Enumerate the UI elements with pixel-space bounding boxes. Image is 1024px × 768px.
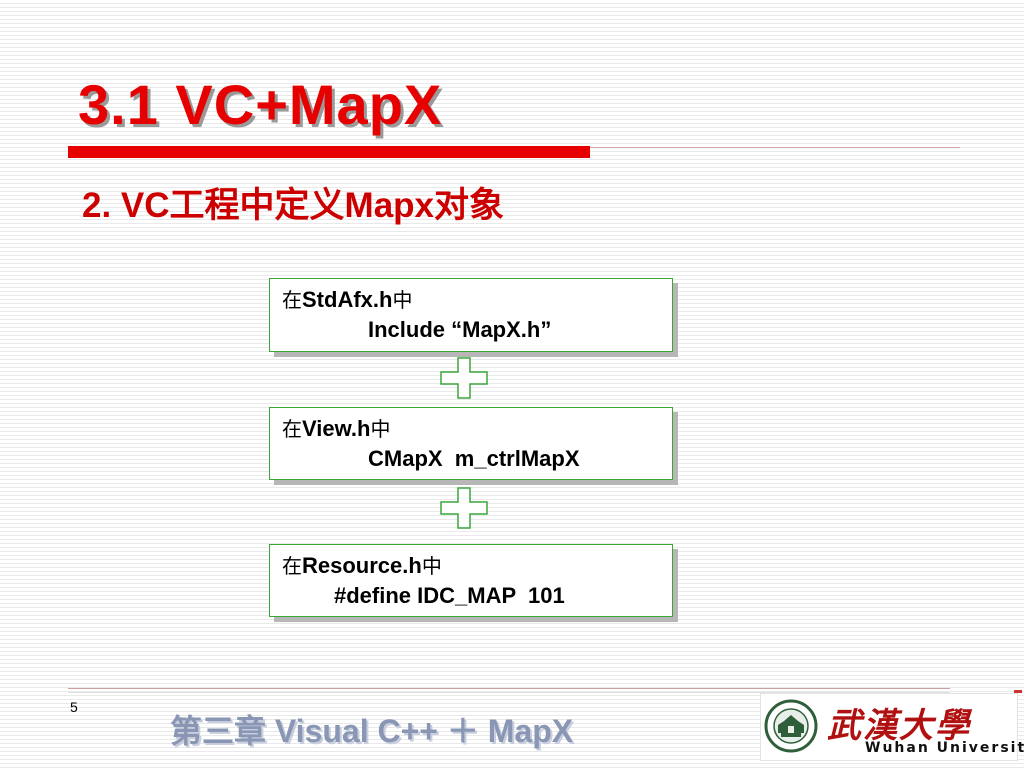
plus-icon xyxy=(440,357,488,399)
logo-name-en: Wuhan University xyxy=(865,740,1024,756)
footer-chapter-en: Visual C++ ＋ MapX xyxy=(274,713,574,749)
step-code: CMapX m_ctrlMapX xyxy=(368,446,580,471)
step-heading: 在Resource.h中 xyxy=(282,551,672,581)
university-seal-icon xyxy=(764,699,818,753)
title-underline-thin xyxy=(590,147,960,148)
slide-subtitle: 2. VC工程中定义Mapx对象 xyxy=(82,186,505,225)
step-code: Include “MapX.h” xyxy=(368,317,552,342)
step-box-stdafx: 在StdAfx.h中 Include “MapX.h” xyxy=(269,278,673,352)
step-file-name: StdAfx.h xyxy=(302,287,393,312)
title-underline-bar xyxy=(68,146,590,158)
step-heading: 在StdAfx.h中 xyxy=(282,285,672,315)
step-suffix: 中 xyxy=(392,288,413,312)
step-code: #define IDC_MAP 101 xyxy=(334,583,565,608)
logo-name-cn: 武漢大學 xyxy=(827,706,971,746)
step-box-view: 在View.h中 CMapX m_ctrlMapX xyxy=(269,407,673,480)
footer-chapter-cn: 第三章 xyxy=(170,712,267,750)
step-suffix: 中 xyxy=(421,554,442,578)
plus-icon xyxy=(440,487,488,529)
slide-title: 3.1 VC+MapX xyxy=(78,73,443,136)
step-file-name: View.h xyxy=(302,416,371,441)
step-suffix: 中 xyxy=(370,417,391,441)
footer-divider xyxy=(68,688,950,689)
step-file-name: Resource.h xyxy=(302,553,422,578)
step-box-resource: 在Resource.h中 #define IDC_MAP 101 xyxy=(269,544,673,617)
university-logo: 武漢大學 Wuhan University xyxy=(760,693,1024,761)
footer-accent xyxy=(1014,690,1022,693)
step-prefix: 在 xyxy=(282,288,302,312)
footer-chapter: 第三章 Visual C++ ＋ MapX xyxy=(170,706,573,752)
step-heading: 在View.h中 xyxy=(282,414,672,444)
step-prefix: 在 xyxy=(282,554,302,578)
footer-divider-light xyxy=(68,692,950,693)
step-prefix: 在 xyxy=(282,417,302,441)
page-number: 5 xyxy=(70,699,78,715)
